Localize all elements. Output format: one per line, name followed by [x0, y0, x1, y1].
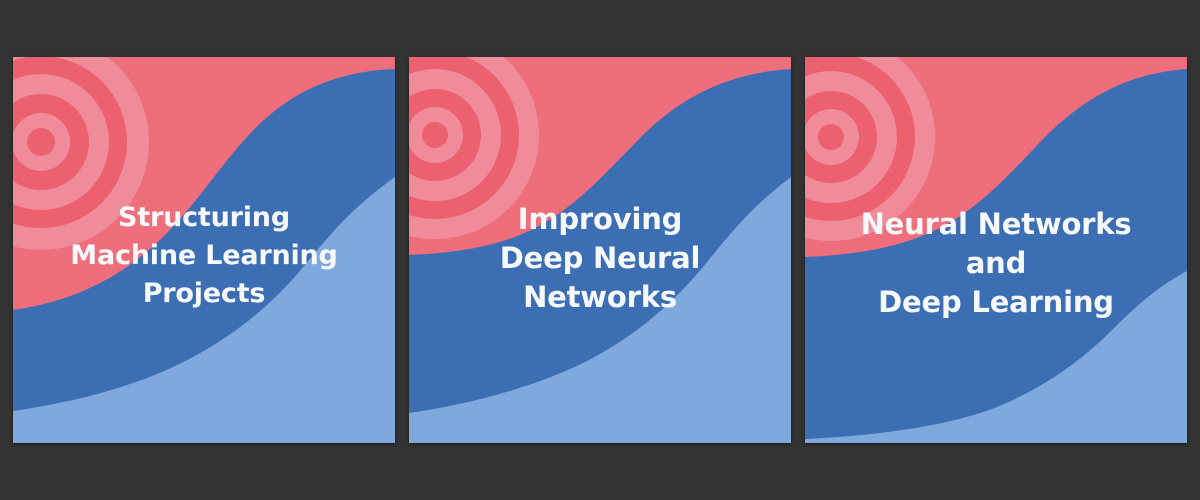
card-artwork [13, 57, 395, 443]
card-artwork [805, 57, 1187, 443]
concentric-circles-icon [805, 57, 935, 241]
light-blue-wave-shape [13, 177, 395, 443]
light-blue-wave-shape [805, 271, 1187, 443]
course-card-structuring-machine-learning-projects[interactable]: Structuring Machine Learning Projects [13, 57, 395, 443]
concentric-circles-icon [13, 57, 149, 250]
card-artwork [409, 57, 791, 443]
course-card-neural-networks-and-deep-learning[interactable]: Neural Networks and Deep Learning [805, 57, 1187, 443]
concentric-circles-icon [409, 57, 539, 239]
course-card-improving-deep-neural-networks[interactable]: Improving Deep Neural Networks [409, 57, 791, 443]
light-blue-wave-shape [409, 177, 791, 443]
